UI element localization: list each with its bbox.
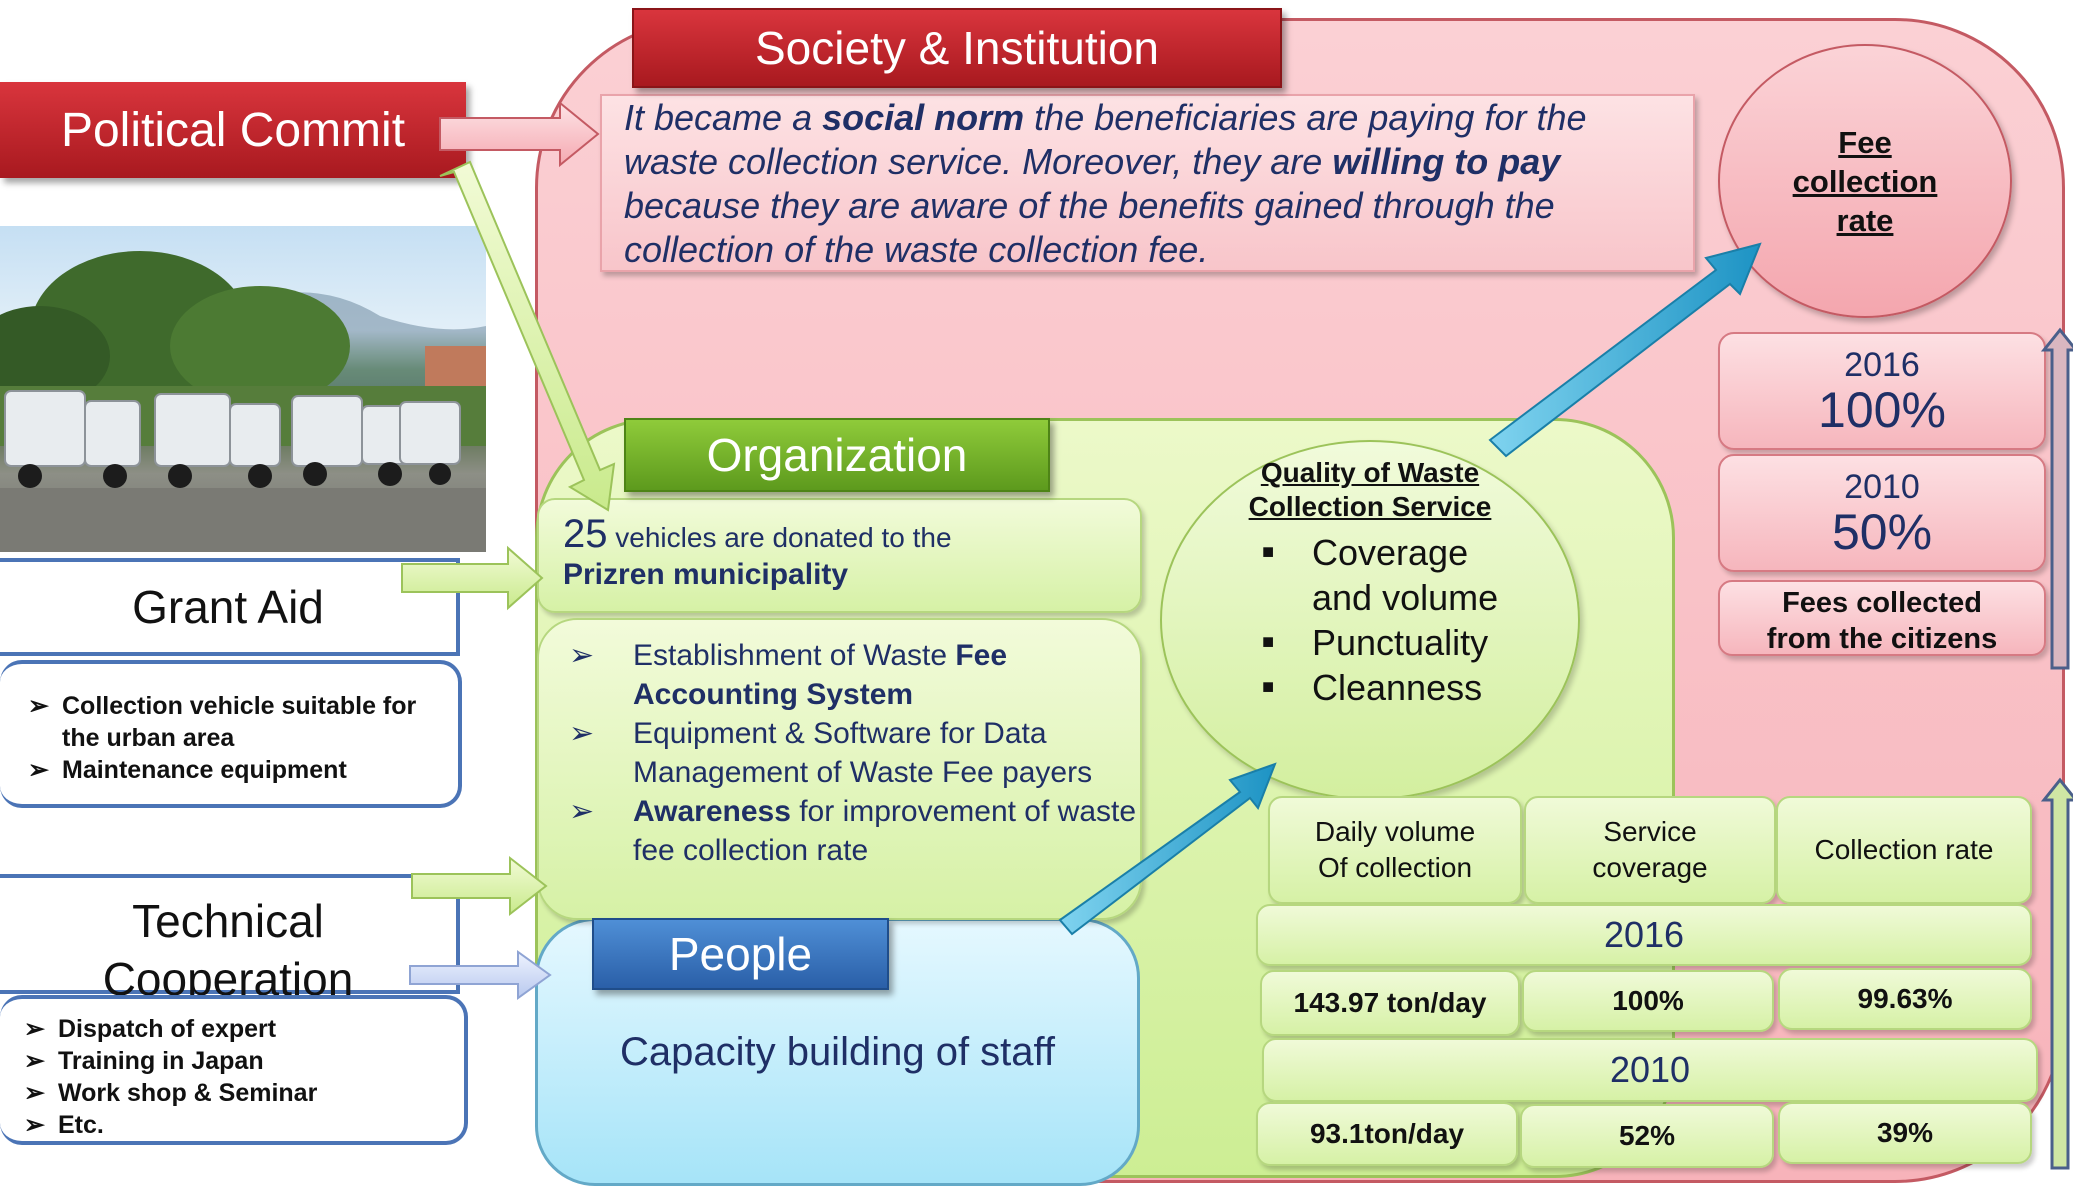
organization-banner: Organization (624, 418, 1050, 492)
list-item-continuation: and volume (1312, 577, 1499, 618)
arrow-technical-to-organization (411, 855, 548, 917)
vehicles-donated-box: 25 vehicles are donated to the Prizren m… (537, 498, 1142, 613)
grant-aid-list: ➢Collection vehicle suitable for the urb… (0, 660, 462, 808)
list-item: ■Coverage (1262, 532, 1469, 573)
arrow-quality-to-fee (1488, 242, 1762, 458)
arrow-bullet-icon: ➢ (569, 639, 595, 672)
organization-measures-list: ➢Establishment of Waste Fee Accounting S… (537, 618, 1142, 920)
arrow-bullet-icon: ➢ (569, 717, 595, 750)
value-2010-daily-volume: 93.1ton/day (1256, 1102, 1518, 1166)
people-banner: People (592, 918, 889, 990)
list-item: ➢Equipment & Software for Data Managemen… (569, 714, 1140, 792)
list-item: ➢Maintenance equipment (28, 756, 347, 784)
quality-of-service-circle: Quality of Waste Collection Service ■Cov… (1160, 440, 1580, 800)
list-item: ➢Work shop & Seminar (24, 1079, 318, 1107)
square-bullet-icon: ■ (1262, 541, 1275, 563)
square-bullet-icon: ■ (1262, 676, 1275, 698)
arrow-bullet-icon: ➢ (28, 756, 49, 784)
fee-rate-2016-box: 2016 100% (1718, 332, 2046, 450)
arrow-people-to-quality (1058, 762, 1277, 936)
arrow-fee-increase (2040, 327, 2073, 670)
arrow-stats-increase (2040, 777, 2073, 1170)
fee-rate-2010-box: 2010 50% (1718, 454, 2046, 572)
arrow-bullet-icon: ➢ (24, 1047, 45, 1075)
fees-collected-note: Fees collected from the citizens (1718, 580, 2046, 656)
arrow-bullet-icon: ➢ (569, 795, 595, 828)
arrow-grant-to-organization (401, 545, 544, 611)
fee-collection-rate-circle: Fee collection rate (1718, 44, 2012, 318)
value-2010-service-coverage: 52% (1520, 1104, 1774, 1168)
list-item: ➢Etc. (24, 1111, 104, 1139)
people-description: Capacity building of staff (619, 1030, 1056, 1074)
year-row-2016: 2016 (1256, 904, 2032, 966)
political-commit-banner: Political Commit (0, 82, 466, 178)
technical-cooperation-list: ➢Dispatch of expert ➢Training in Japan ➢… (0, 995, 468, 1145)
square-bullet-icon: ■ (1262, 631, 1275, 653)
arrow-bullet-icon: ➢ (24, 1015, 45, 1043)
list-item: ➢Dispatch of expert (24, 1015, 277, 1043)
quality-list: ■Coverage and volume ■Punctuality ■Clean… (1262, 530, 1578, 710)
header-collection-rate: Collection rate (1776, 796, 2032, 904)
list-item: ➢Collection vehicle suitable for the urb… (28, 692, 417, 752)
value-2010-collection-rate: 39% (1778, 1102, 2032, 1164)
garbage-trucks-photo (0, 226, 486, 552)
arrow-bullet-icon: ➢ (24, 1111, 45, 1139)
arrow-bullet-icon: ➢ (24, 1079, 45, 1107)
technical-cooperation-box: Technical Cooperation (0, 874, 460, 1005)
quality-title: Quality of Waste Collection Service (1248, 457, 1492, 522)
year-row-2010: 2010 (1262, 1038, 2038, 1102)
list-item: ➢Training in Japan (24, 1047, 264, 1075)
value-2016-daily-volume: 143.97 ton/day (1260, 970, 1520, 1036)
value-2016-service-coverage: 100% (1522, 970, 1774, 1032)
grant-aid-box: Grant Aid (0, 558, 460, 656)
arrow-political-to-society (439, 100, 600, 168)
list-item: ➢Awareness for improvement of waste fee … (569, 792, 1140, 870)
society-institution-banner: Society & Institution (632, 8, 1282, 88)
list-item: ■Punctuality (1262, 622, 1489, 663)
arrow-bullet-icon: ➢ (28, 692, 49, 720)
value-2016-collection-rate: 99.63% (1778, 968, 2032, 1030)
arrow-political-to-organization (439, 160, 616, 512)
arrow-technical-to-people (409, 950, 552, 1000)
list-item: ➢Establishment of Waste Fee Accounting S… (569, 636, 1140, 714)
list-item: ■Cleanness (1262, 667, 1483, 708)
social-norm-textbox: It became a social norm the beneficiarie… (600, 94, 1695, 272)
